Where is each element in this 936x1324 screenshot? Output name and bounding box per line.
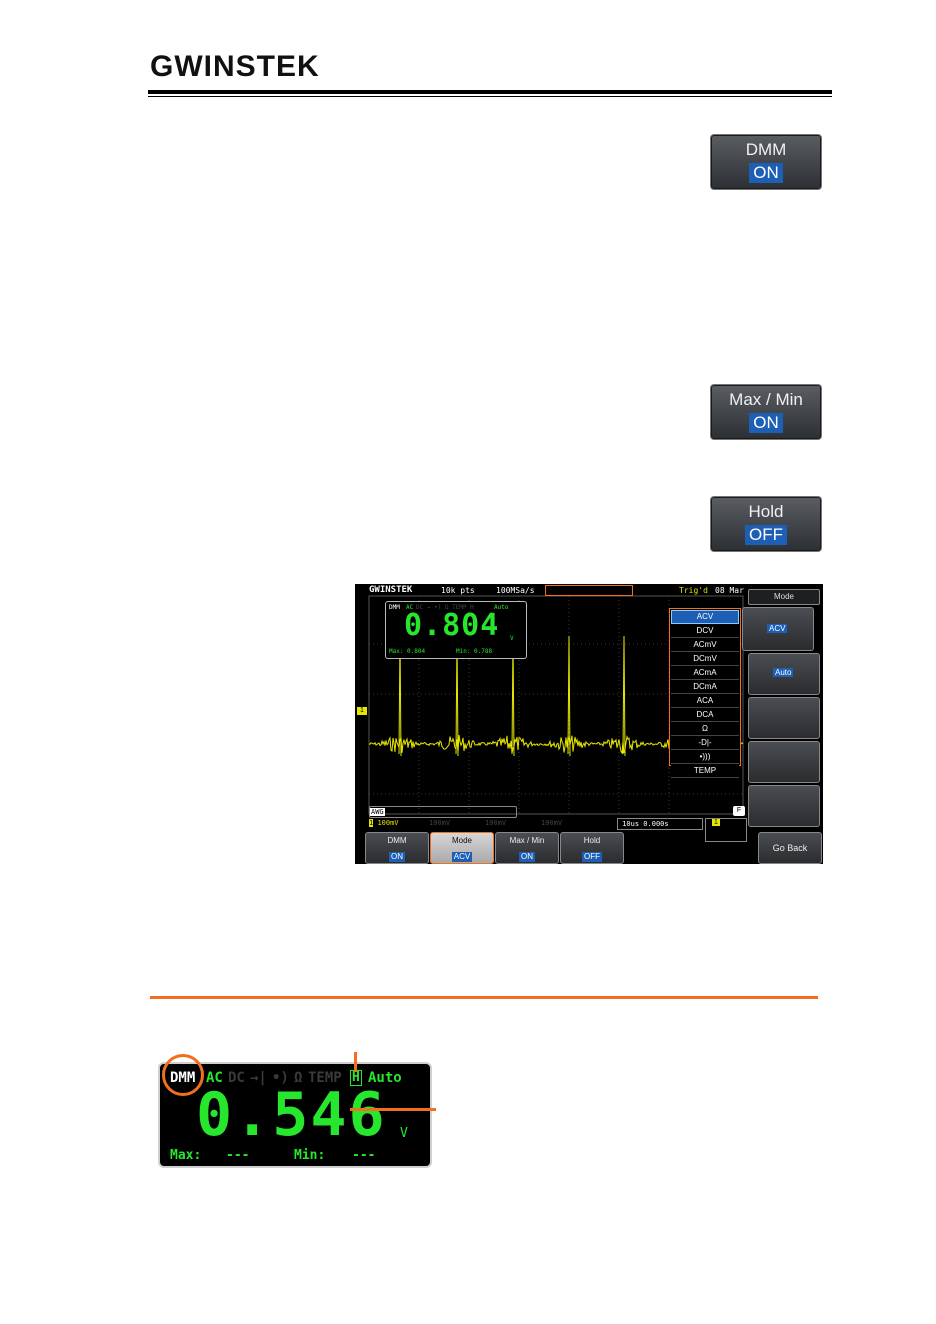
dmm-panel-ac: AC — [406, 604, 414, 611]
zoom-diode: →| — [250, 1070, 267, 1086]
gwinstek-logo: GWINSTEK — [150, 50, 320, 83]
zoom-min-label: Min: — [294, 1148, 326, 1163]
dmm-panel-reading: 0.804 — [404, 608, 500, 643]
ch3-scale: 100mV — [485, 819, 507, 827]
timebase-value: 10us — [622, 820, 640, 828]
go-back-button[interactable]: Go Back — [758, 832, 822, 864]
mode-list-item[interactable]: ACmV — [671, 639, 739, 652]
hold-callout-line — [354, 1052, 357, 1072]
scope-screenshot: GWINSTEK 10k pts 100MSa/s Trig'd 08 Mar … — [355, 584, 823, 864]
zoom-max-label: Max: — [170, 1148, 202, 1163]
ch1-scale: 1 100mV — [369, 819, 399, 827]
dmm-panel-unit: V — [510, 635, 514, 642]
mode-list-item[interactable]: DCmV — [671, 653, 739, 666]
zoom-max-value: --- — [226, 1148, 250, 1163]
header-rule-thin — [148, 96, 832, 97]
mode-value-key-label: ACV — [767, 624, 788, 633]
bottom-menu-key-value: ON — [389, 852, 405, 862]
dmm-softkey-value: ON — [749, 163, 783, 183]
mode-value-key[interactable]: ACV — [742, 607, 814, 651]
zoom-unit: V — [400, 1126, 408, 1141]
bottom-menu-key-title: Max / Min — [509, 836, 545, 845]
ch1-marker: 1 — [357, 707, 367, 715]
blank-key-2[interactable] — [748, 741, 820, 783]
ch2-scale: 100mV — [429, 819, 451, 827]
range-auto-key-label: Auto — [773, 668, 794, 677]
scope-trig: Trig'd — [679, 586, 708, 595]
zoom-reading: 0.546 — [196, 1080, 387, 1150]
mode-list-item[interactable]: -D|- — [671, 737, 739, 750]
zoom-temp: TEMP — [308, 1070, 342, 1086]
scope-rate: 100MSa/s — [496, 586, 535, 595]
maxmin-softkey-title: Max / Min — [729, 390, 803, 409]
zoom-ac: AC — [206, 1070, 223, 1086]
bottom-menu-key-value: ON — [519, 852, 535, 862]
maxmin-softkey[interactable]: Max / Min ON — [710, 384, 822, 440]
bottom-menu-key-title: Hold — [583, 836, 601, 845]
dmm-panel-modes: DC → •) Ω TEMP H — [416, 604, 474, 611]
hold-softkey[interactable]: Hold OFF — [710, 496, 822, 552]
mode-list-item[interactable]: ACA — [671, 695, 739, 708]
awg-status: AWG — [369, 806, 517, 818]
dmm-panel-max: Max: 0.804 — [389, 648, 426, 655]
trigger-status: 1 — [705, 818, 747, 842]
dmm-label-callout-circle — [162, 1054, 204, 1096]
scope-logo: GWINSTEK — [369, 585, 413, 595]
f-indicator: F — [733, 806, 745, 816]
mode-list-item[interactable]: ACV — [671, 610, 739, 624]
hold-softkey-value: OFF — [745, 525, 787, 545]
mode-list-item[interactable]: DCA — [671, 709, 739, 722]
dmm-panel-auto: Auto — [494, 604, 509, 611]
dmm-softkey[interactable]: DMM ON — [710, 134, 822, 190]
zoom-dc: DC — [228, 1070, 245, 1086]
memory-bar — [545, 585, 633, 596]
mode-list-item[interactable]: •))) — [671, 751, 739, 764]
ch1-scale-value: 100mV — [377, 819, 399, 827]
zoom-continuity: •) — [272, 1070, 289, 1086]
bottom-menu-key-title: DMM — [387, 836, 407, 845]
zoom-min-value: --- — [352, 1148, 376, 1163]
maxmin-softkey-value: ON — [749, 413, 783, 433]
zoom-auto: Auto — [368, 1070, 402, 1086]
reading-callout-line — [350, 1108, 436, 1111]
section-divider — [150, 996, 818, 999]
mode-list-item[interactable]: Ω — [671, 723, 739, 736]
mode-list-item[interactable]: DCV — [671, 625, 739, 638]
ch4-scale: 100mV — [541, 819, 563, 827]
bottom-menu-key[interactable]: DMM ON — [365, 832, 429, 864]
position-value: 0.000s — [643, 820, 669, 828]
mode-list-item[interactable]: TEMP — [671, 765, 739, 778]
scope-time: 08 Mar — [715, 586, 744, 595]
bottom-menu-key-value: ACV — [451, 852, 473, 862]
scope-points: 10k pts — [441, 586, 475, 595]
blank-key-1[interactable] — [748, 697, 820, 739]
awg-label: AWG — [370, 808, 385, 816]
blank-key-3[interactable] — [748, 785, 820, 827]
bottom-menu-key-title: Mode — [451, 836, 472, 845]
hold-softkey-title: Hold — [748, 502, 784, 521]
zoom-ohm: Ω — [294, 1070, 303, 1086]
mode-list-item[interactable]: ACmA — [671, 667, 739, 680]
dmm-panel-label: DMM — [389, 604, 400, 611]
bottom-menu-key-value: OFF — [582, 852, 602, 862]
mode-menu-header: Mode — [748, 589, 820, 605]
timebase-status: 10us 0.000s — [617, 818, 703, 830]
mode-list-item[interactable]: DCmA — [671, 681, 739, 694]
dmm-softkey-title: DMM — [745, 140, 787, 159]
dmm-panel-min: Min: 0.788 — [456, 648, 493, 655]
range-auto-key[interactable]: Auto — [748, 653, 820, 695]
dmm-panel: DMM AC DC → •) Ω TEMP H Auto 0.804 V Max… — [385, 601, 527, 659]
header-rule — [148, 90, 832, 94]
